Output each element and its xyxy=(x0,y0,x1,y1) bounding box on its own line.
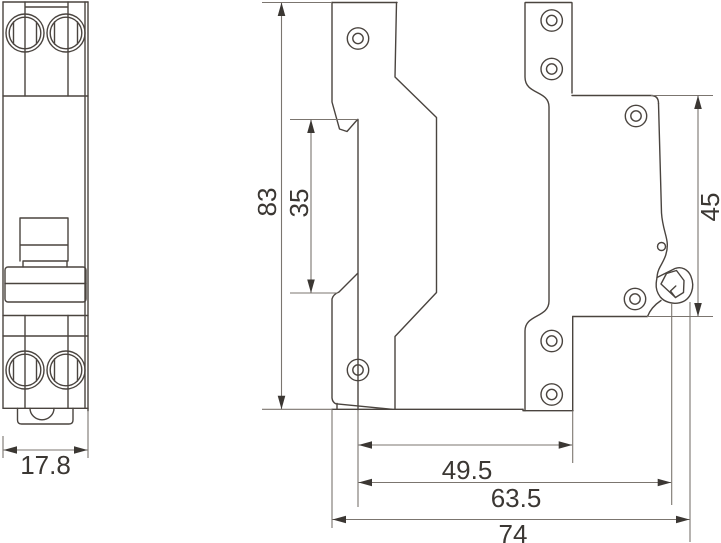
dimension-17.8-label: 17.8 xyxy=(20,450,71,480)
dimension-depth-to-clip: 63.5 xyxy=(358,478,672,513)
dimension-recess-height: 35 xyxy=(284,119,315,293)
dimension-74-label: 74 xyxy=(499,519,528,543)
dimension-rail-section-height: 45 xyxy=(694,95,721,317)
dimension-49.5-label: 49.5 xyxy=(442,455,493,485)
front-view xyxy=(2,1,89,425)
dimension-depth-to-back: 49.5 xyxy=(358,441,573,485)
side-screw-holes xyxy=(346,9,648,406)
dimension-45-label: 45 xyxy=(695,193,721,222)
front-bottom-tab xyxy=(16,407,74,425)
dimension-overall-height: 83 xyxy=(252,2,286,410)
front-toggle-switch xyxy=(4,217,87,303)
side-view xyxy=(331,1,694,412)
front-top-terminals xyxy=(5,13,86,53)
dimension-83-label: 83 xyxy=(252,188,282,217)
dimension-35-label: 35 xyxy=(284,189,314,218)
dimension-63.5-label: 63.5 xyxy=(491,483,542,513)
front-bottom-terminals xyxy=(5,350,86,390)
dimension-front-width: 17.8 xyxy=(3,446,88,480)
din-rail-clip xyxy=(646,102,694,318)
dimension-overall-depth: 74 xyxy=(332,515,690,543)
